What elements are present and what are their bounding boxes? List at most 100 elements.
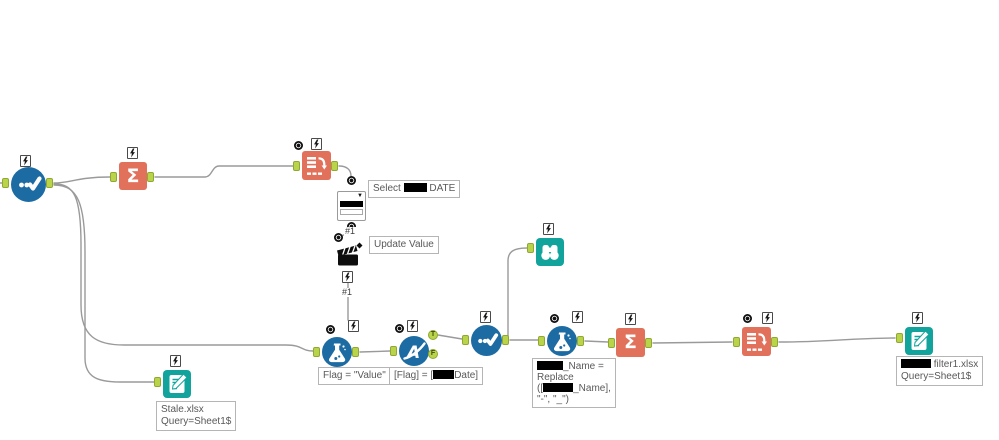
formula-tool-2[interactable] <box>547 326 577 356</box>
chevron-down-icon: ▼ <box>357 193 363 199</box>
lightning-icon <box>410 321 415 331</box>
question-anchor[interactable] <box>326 325 335 334</box>
redaction-box <box>543 383 574 392</box>
summarize-tool-1[interactable]: Σ <box>119 162 147 190</box>
action-tool[interactable] <box>336 242 364 274</box>
input-anchor[interactable] <box>154 377 161 387</box>
tool-annotation-filter[interactable]: [Flag] = [Date] <box>389 367 484 385</box>
lightning-anchor[interactable] <box>342 271 353 283</box>
svg-text:A: A <box>405 343 420 363</box>
output-anchor[interactable] <box>331 161 338 171</box>
transpose-tool-2[interactable] <box>742 327 771 356</box>
input-anchor[interactable] <box>527 243 534 253</box>
output-anchor[interactable] <box>147 172 154 182</box>
tool-annotation-output-filter[interactable]: filter1.xlsx Query=Sheet1$ <box>896 356 984 386</box>
question-anchor[interactable] <box>334 233 343 242</box>
output-tool-filter[interactable] <box>905 327 933 355</box>
lightning-anchor[interactable] <box>311 138 322 150</box>
connection[interactable] <box>53 183 314 352</box>
tool-annotation-action[interactable]: Update Value <box>369 236 439 254</box>
lightning-icon <box>765 313 770 323</box>
transpose-tool-1[interactable] <box>302 151 331 180</box>
connection[interactable] <box>359 350 391 353</box>
input-anchor[interactable] <box>896 333 903 343</box>
lightning-anchor[interactable] <box>543 223 554 235</box>
flask-icon <box>553 332 571 352</box>
tool-annotation-select[interactable]: Select DATE <box>368 180 461 198</box>
tool-annotation-formula2[interactable]: _Name = Replace ([_Name], "-", "_") <box>532 358 616 408</box>
question-anchor[interactable] <box>743 314 752 323</box>
dropdown-tool[interactable]: ▼ <box>337 191 366 221</box>
input-anchor[interactable] <box>293 161 300 171</box>
summarize-tool-2[interactable]: Σ <box>616 328 645 357</box>
output-tool-stale[interactable] <box>163 370 191 398</box>
tool-annotation-formula1[interactable]: Flag = "Value" <box>318 367 391 385</box>
input-anchor[interactable] <box>2 178 9 188</box>
lightning-anchor[interactable] <box>407 320 418 332</box>
lightning-icon <box>628 314 633 324</box>
lightning-anchor[interactable] <box>625 313 636 325</box>
tool-annotation-output-stale[interactable]: Stale.xlsx Query=Sheet1$ <box>156 401 237 431</box>
transpose-icon <box>307 157 327 175</box>
sigma-icon: Σ <box>624 331 637 353</box>
connection[interactable] <box>338 165 352 177</box>
input-anchor[interactable] <box>608 338 615 348</box>
input-anchor[interactable] <box>538 336 545 346</box>
connection[interactable] <box>507 247 528 337</box>
output-anchor[interactable] <box>352 347 359 357</box>
union-tool-1[interactable] <box>11 167 46 202</box>
output-anchor[interactable] <box>577 336 584 346</box>
false-output-anchor[interactable]: F <box>428 349 438 359</box>
question-anchor[interactable] <box>294 141 303 150</box>
input-anchor[interactable] <box>390 346 397 356</box>
lightning-icon <box>483 312 488 322</box>
browse-tool[interactable] <box>536 238 564 266</box>
input-anchor[interactable] <box>110 172 117 182</box>
binoculars-icon <box>541 245 559 260</box>
connection[interactable] <box>53 176 111 184</box>
formula-tool-1[interactable] <box>322 337 352 367</box>
union-icon <box>478 333 499 346</box>
lightning-anchor[interactable] <box>572 311 583 323</box>
true-output-anchor[interactable]: T <box>428 330 438 340</box>
question-anchor[interactable] <box>347 176 356 185</box>
connection[interactable] <box>154 165 294 178</box>
connection[interactable] <box>437 334 463 340</box>
redaction-box <box>433 370 455 379</box>
lightning-anchor[interactable] <box>348 320 359 332</box>
input-anchor[interactable] <box>313 347 320 357</box>
filter-tool[interactable]: A <box>399 336 429 366</box>
question-anchor[interactable] <box>550 314 559 323</box>
sigma-icon: Σ <box>126 164 140 187</box>
lightning-anchor[interactable] <box>20 155 31 167</box>
lightning-anchor[interactable] <box>480 311 491 323</box>
lightning-icon <box>314 139 319 149</box>
document-pencil-icon <box>911 330 930 350</box>
question-anchor[interactable] <box>395 324 404 333</box>
lightning-icon <box>345 272 350 282</box>
lightning-anchor[interactable] <box>127 147 138 159</box>
lightning-icon <box>575 312 580 322</box>
connection[interactable] <box>584 340 609 343</box>
output-anchor[interactable] <box>771 337 778 347</box>
connection[interactable] <box>778 337 896 343</box>
union-tool-2[interactable] <box>471 325 502 356</box>
lightning-icon <box>23 156 28 166</box>
flask-icon <box>328 343 346 363</box>
input-anchor[interactable] <box>733 337 740 347</box>
connection[interactable] <box>53 184 155 383</box>
output-anchor[interactable] <box>46 178 53 188</box>
connection[interactable] <box>652 341 733 344</box>
lightning-icon <box>130 148 135 158</box>
question-anchor[interactable] <box>347 222 356 231</box>
output-anchor[interactable] <box>502 335 509 345</box>
output-anchor[interactable] <box>645 338 652 348</box>
filter-icon: A <box>403 342 426 363</box>
input-anchor[interactable] <box>462 335 469 345</box>
lightning-icon <box>915 313 920 323</box>
lightning-anchor[interactable] <box>762 312 773 324</box>
lightning-anchor[interactable] <box>170 355 181 367</box>
lightning-anchor[interactable] <box>912 312 923 324</box>
